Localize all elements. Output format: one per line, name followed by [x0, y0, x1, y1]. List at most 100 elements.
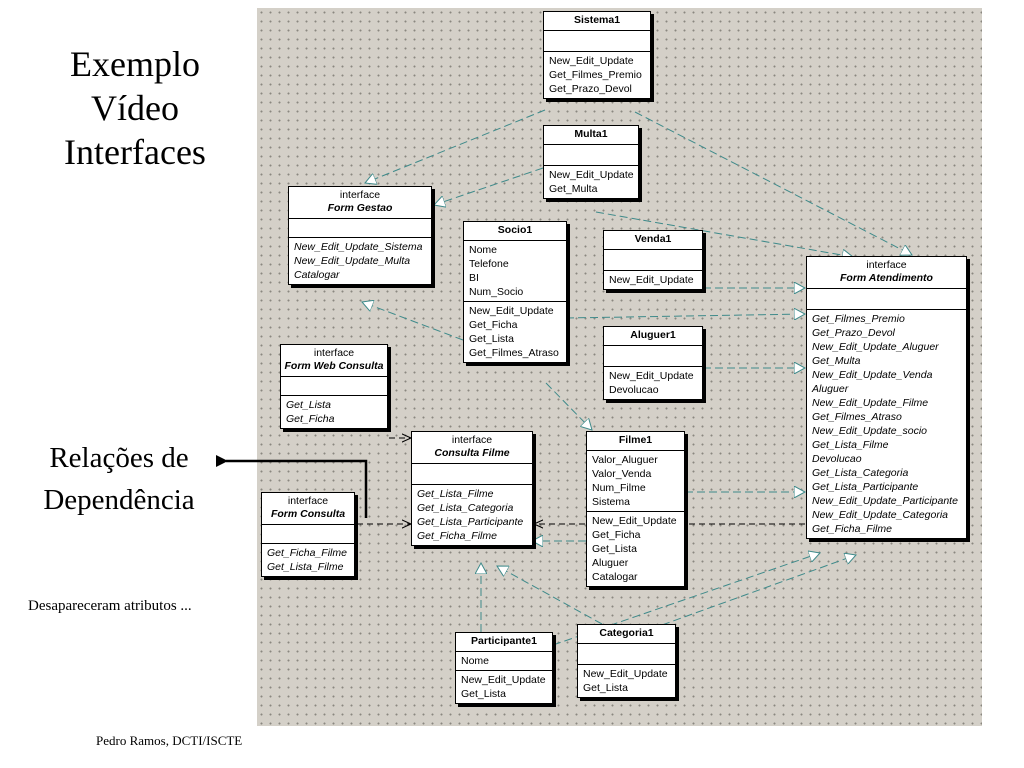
operation: New_Edit_Update_socio [812, 425, 927, 437]
slide-title-line: Interfaces [64, 132, 206, 172]
class-name: Form Web Consulta [284, 360, 384, 372]
class-attributes [281, 377, 387, 396]
operation: Devolucao [812, 453, 862, 465]
operation: New_Edit_Update_Filme [812, 397, 929, 409]
attribute: Valor_Venda [592, 468, 652, 480]
attribute: Num_Filme [592, 482, 646, 494]
class-attributes [289, 219, 431, 238]
operation: Get_Lista_Filme [812, 439, 889, 451]
class-header: Filme1 [587, 432, 684, 451]
interface-form-consulta[interactable]: interface Form Consulta Get_Ficha_Filme … [261, 492, 355, 577]
operation: New_Edit_Update_Aluguer [812, 341, 939, 353]
class-operations: Get_Ficha_Filme Get_Lista_Filme [262, 544, 354, 576]
class-categoria1[interactable]: Categoria1 New_Edit_Update Get_Lista [577, 624, 676, 698]
operation: New_Edit_Update_Multa [294, 255, 411, 267]
class-stereotype: interface [866, 259, 907, 271]
operation: Get_Multa [812, 355, 861, 367]
class-header: Multa1 [544, 126, 638, 145]
operation: Catalogar [294, 269, 340, 281]
interface-form-web-consulta[interactable]: interface Form Web Consulta Get_Lista Ge… [280, 344, 388, 429]
operation: Get_Ficha_Filme [812, 523, 892, 535]
class-venda1[interactable]: Venda1 New_Edit_Update [603, 230, 703, 290]
class-attributes [544, 145, 638, 166]
class-operations: New_Edit_Update_Sistema New_Edit_Update_… [289, 238, 431, 284]
class-stereotype: interface [339, 189, 381, 201]
class-sistema1[interactable]: Sistema1 New_Edit_Update Get_Filmes_Prem… [543, 11, 651, 99]
class-header: interface Form Web Consulta [281, 345, 387, 377]
operation: Get_Ficha [286, 413, 335, 425]
class-attributes [262, 525, 354, 544]
operation: Get_Lista [461, 688, 506, 700]
operation: Get_Lista_Categoria [417, 502, 514, 514]
class-header: interface Form Gestao [289, 187, 431, 219]
class-attributes [412, 464, 532, 485]
class-name: Form Atendimento [840, 272, 933, 284]
class-name: Form Gestao [327, 202, 393, 214]
class-attributes [807, 289, 966, 310]
slide-title-line: Exemplo [70, 44, 200, 84]
operation: Get_Prazo_Devol [812, 327, 895, 339]
class-aluguer1[interactable]: Aluguer1 New_Edit_Update Devolucao [603, 326, 703, 400]
operation: Get_Filmes_Atraso [469, 347, 559, 359]
class-operations: New_Edit_Update Get_Ficha Get_Lista Get_… [464, 302, 566, 362]
operation: Get_Lista [469, 333, 514, 345]
class-operations: New_Edit_Update Get_Ficha Get_Lista Alug… [587, 512, 684, 586]
operation: Get_Lista_Categoria [812, 467, 909, 479]
operation: Get_Lista [583, 682, 628, 694]
class-header: interface Form Consulta [262, 493, 354, 525]
class-header: Aluguer1 [604, 327, 702, 346]
class-participante1[interactable]: Participante1 Nome New_Edit_Update Get_L… [455, 632, 553, 704]
operation: Get_Ficha_Filme [267, 547, 347, 559]
class-name: Consulta Filme [434, 447, 510, 459]
operation: Catalogar [592, 571, 638, 583]
attribute: Num_Socio [469, 286, 524, 298]
class-filme1[interactable]: Filme1 Valor_Aluguer Valor_Venda Num_Fil… [586, 431, 685, 587]
interface-form-gestao[interactable]: interface Form Gestao New_Edit_Update_Si… [288, 186, 432, 285]
class-operations: Get_Lista Get_Ficha [281, 396, 387, 428]
operation: Get_Lista_Participante [812, 481, 919, 493]
operation: New_Edit_Update [609, 370, 694, 382]
attribute: Sistema [592, 496, 630, 508]
class-operations: New_Edit_Update Get_Lista [578, 665, 675, 697]
operation: Devolucao [609, 384, 659, 396]
operation: New_Edit_Update [609, 274, 694, 286]
operation: Get_Ficha_Filme [417, 530, 497, 542]
operation: New_Edit_Update [592, 515, 677, 527]
class-attributes: Valor_Aluguer Valor_Venda Num_Filme Sist… [587, 451, 684, 512]
class-name: Participante1 [471, 635, 537, 647]
attribute: Nome [469, 244, 498, 256]
class-operations: Get_Lista_Filme Get_Lista_Categoria Get_… [412, 485, 532, 545]
operation: Get_Filmes_Premio [812, 313, 905, 325]
interface-consulta-filme[interactable]: interface Consulta Filme Get_Lista_Filme… [411, 431, 533, 546]
class-header: interface Consulta Filme [412, 432, 532, 464]
class-name: Aluguer1 [630, 329, 676, 341]
class-attributes [578, 644, 675, 665]
class-attributes: Nome Telefone BI Num_Socio [464, 241, 566, 302]
operation: New_Edit_Update_Categoria [812, 509, 949, 521]
class-header: Socio1 [464, 222, 566, 241]
operation: New_Edit_Update_Participante [812, 495, 958, 507]
attributes-note: Desapareceram atributos ... [28, 598, 192, 614]
class-operations: New_Edit_Update Get_Lista [456, 671, 552, 703]
class-header: Categoria1 [578, 625, 675, 644]
class-multa1[interactable]: Multa1 New_Edit_Update Get_Multa [543, 125, 639, 199]
class-attributes [604, 250, 702, 271]
attribute: Valor_Aluguer [592, 454, 658, 466]
operation: New_Edit_Update [549, 55, 634, 67]
relations-label-line: Relações de [49, 442, 189, 474]
class-attributes [544, 31, 650, 52]
operation: New_Edit_Update [469, 305, 554, 317]
class-stereotype: interface [451, 434, 493, 446]
interface-form-atendimento[interactable]: interface Form Atendimento Get_Filmes_Pr… [806, 256, 967, 539]
operation: New_Edit_Update_Venda [812, 369, 933, 381]
relations-label-line: Dependência [43, 484, 195, 516]
slide-title: Exemplo Vídeo Interfaces [20, 42, 250, 174]
class-socio1[interactable]: Socio1 Nome Telefone BI Num_Socio New_Ed… [463, 221, 567, 363]
operation: Aluguer [592, 557, 629, 569]
slide-footer: Pedro Ramos, DCTI/ISCTE [96, 733, 243, 748]
class-name: Multa1 [574, 128, 608, 140]
class-header: Sistema1 [544, 12, 650, 31]
operation: Get_Multa [549, 183, 598, 195]
operation: New_Edit_Update [461, 674, 546, 686]
operation: Get_Filmes_Atraso [812, 411, 902, 423]
